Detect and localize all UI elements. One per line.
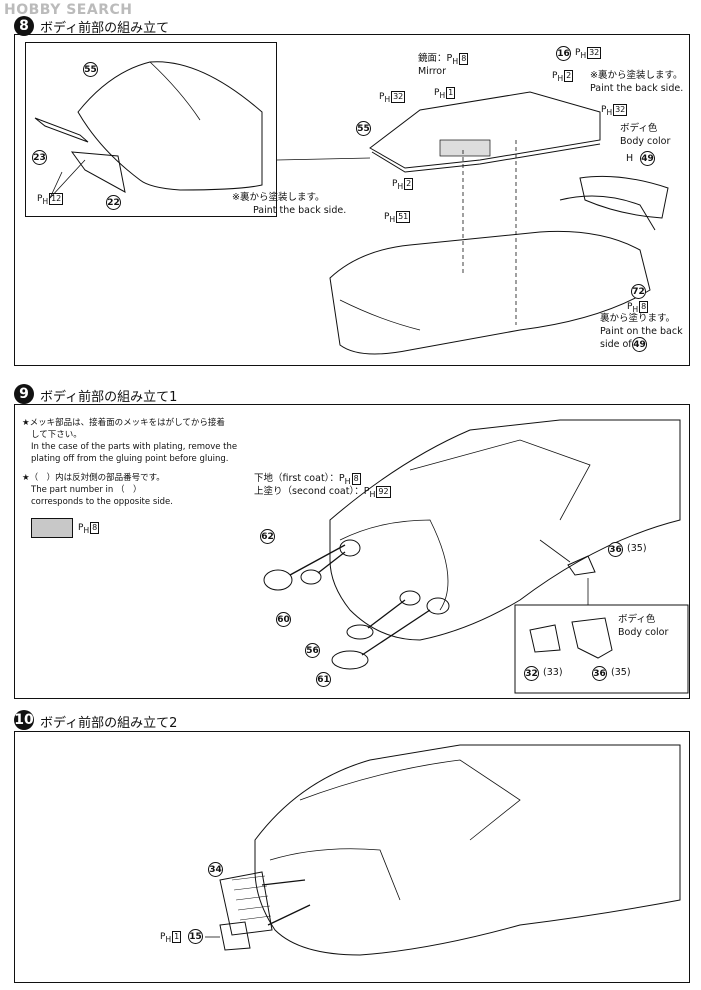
back-paint-en-right: Paint the back side. <box>590 83 684 94</box>
note1-en-line1: In the case of the parts with plating, r… <box>31 442 238 452</box>
part-61: 61 <box>316 672 331 687</box>
part-23: 23 <box>32 150 47 165</box>
note1-jp-line2: して下さい。 <box>31 430 82 440</box>
part-22: 22 <box>106 195 121 210</box>
note1-en-line2: plating off from the gluing point before… <box>31 454 229 464</box>
step-9-title: ボディ前部の組み立て1 <box>40 390 178 405</box>
part-33-paren: (33) <box>543 667 563 678</box>
part-72: 72 <box>631 284 646 299</box>
step-10-panel <box>14 731 690 983</box>
note1-jp-line1: ★メッキ部品は、接着面のメッキをはがしてから接着 <box>22 418 225 428</box>
body-color-jp: ボディ色 <box>620 123 658 134</box>
note2-jp: ★（ ）内は反対側の部品番号です。 <box>22 473 165 483</box>
part-16: 16 <box>556 46 571 61</box>
part-15: 15 <box>188 929 203 944</box>
part-32: 32 <box>524 666 539 681</box>
part-55-inset: 55 <box>83 62 98 77</box>
note2-en-line1: The part number in （ ） <box>31 485 142 495</box>
part-49: 49 <box>640 151 655 166</box>
h49-prefix: H <box>626 153 634 164</box>
part-35-paren: (35) <box>627 543 647 554</box>
step-9-badge: 9 <box>14 384 34 404</box>
paint-back-jp: 裏から塗ります。 <box>600 313 676 324</box>
part-35-inset-paren: (35) <box>611 667 631 678</box>
step-10-badge: 10 <box>14 710 34 730</box>
back-paint-jp-right: ※裏から塗装します。 <box>590 70 683 81</box>
mirror-en: Mirror <box>418 66 446 77</box>
step-8-inset <box>25 42 277 217</box>
step-8-panel <box>14 34 690 366</box>
part-34: 34 <box>208 862 223 877</box>
step-10-title: ボディ前部の組み立て2 <box>40 716 178 731</box>
part-49-bottom: 49 <box>632 337 647 352</box>
plating-swatch <box>31 518 73 538</box>
part-60: 60 <box>276 612 291 627</box>
step-8-badge: 8 <box>14 16 34 36</box>
back-paint-jp-left: ※裏から塗装します。 <box>232 192 325 203</box>
back-paint-en-left: Paint the back side. <box>253 205 347 216</box>
body-color-en: Body color <box>620 136 671 147</box>
step-9-body-color-jp: ボディ色 <box>618 614 656 625</box>
step-8-title: ボディ前部の組み立て <box>40 21 170 36</box>
hobby-search-watermark: HOBBY SEARCH <box>4 2 133 18</box>
part-36: 36 <box>608 542 623 557</box>
paint-back-en2: side of <box>600 339 632 350</box>
step-9-panel <box>14 404 690 699</box>
part-62: 62 <box>260 529 275 544</box>
part-55: 55 <box>356 121 371 136</box>
paint-back-en1: Paint on the back <box>600 326 683 337</box>
part-36-inset: 36 <box>592 666 607 681</box>
step-9-body-color-en: Body color <box>618 627 669 638</box>
note2-en-line2: corresponds to the opposite side. <box>31 497 173 507</box>
part-56: 56 <box>305 643 320 658</box>
